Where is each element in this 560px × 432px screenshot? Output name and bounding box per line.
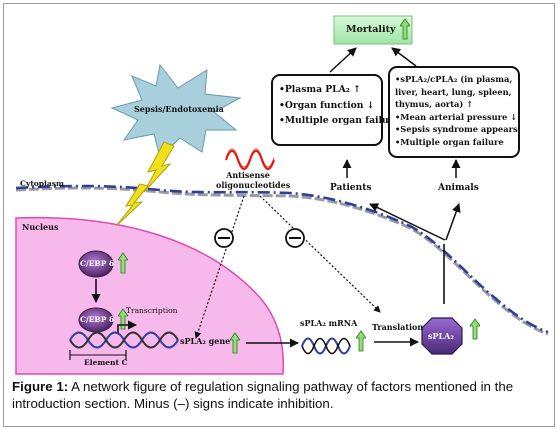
mortality-box (333, 15, 413, 45)
figure-caption: Figure 1: A network figure of regulation… (12, 378, 552, 412)
animals-label: Animals (438, 183, 479, 193)
cell-membrane-gray (15, 186, 549, 336)
caption-text: A network figure of regulation signaling… (12, 379, 514, 411)
spla2-protein-node (421, 317, 463, 355)
element-c-label: Element C (84, 358, 128, 367)
transcription-label: Transcription (126, 306, 178, 315)
animals-item: •Multiple organ failure (395, 136, 504, 147)
cebp-bottom-label: C/EBP δ (80, 315, 115, 324)
cell-membrane-blue (15, 184, 549, 334)
spla2-gene-label: sPLA₂ gene (180, 336, 231, 346)
patients-item: •Multiple organ failure (279, 115, 400, 126)
antisense-wave (225, 150, 275, 170)
cytoplasm-label: Cytoplasm (20, 179, 64, 188)
animals-item: thymus, aorta) ↑ (395, 99, 474, 109)
dna-helix (69, 331, 179, 349)
sepsis-star (110, 63, 242, 158)
animals-item: liver, heart, lung, spleen, (395, 86, 512, 97)
cebp-top-label: C/EBP δ (80, 259, 115, 268)
patients-label: Patients (330, 183, 372, 193)
figure-frame (3, 3, 555, 427)
nucleus-region (15, 216, 285, 375)
cebp-top-node (78, 250, 114, 278)
animals-item: •sPLA₂/cPLA₂ (in plasma, (395, 74, 513, 84)
translation-label: Translation (372, 322, 424, 332)
spla2-mrna-label: sPLA₂ mRNA (300, 318, 358, 328)
patients-box: •Plasma PLA₂ ↑ •Organ function ↓ •Multip… (271, 74, 400, 146)
animals-box: •sPLA₂/cPLA₂ (in plasma, liver, heart, l… (388, 66, 520, 158)
mortality-label: Mortality (346, 24, 396, 35)
caption-prefix: Figure 1: (12, 379, 69, 394)
lightning-bolt-icon (115, 183, 149, 227)
spla2-protein-label: sPLA₂ (428, 331, 454, 341)
animals-item: •Sepsis syndrome appears (395, 124, 518, 134)
antisense-label: Antisense oligonucleotides (216, 170, 291, 190)
lightning-bolt-icon (143, 141, 175, 193)
patients-item: •Organ function ↓ (279, 99, 375, 111)
nucleus-label: Nucleus (22, 222, 59, 232)
inhibition-minus-icon (214, 228, 234, 248)
patients-item: •Plasma PLA₂ ↑ (279, 84, 361, 95)
sepsis-label: Sepsis/Endotoxemia (134, 104, 224, 114)
animals-item: •Mean arterial pressure ↓ (395, 111, 518, 122)
up-arrow-icon (356, 330, 366, 352)
up-arrow-icon (470, 318, 480, 340)
inhibition-minus-icon (285, 228, 305, 248)
